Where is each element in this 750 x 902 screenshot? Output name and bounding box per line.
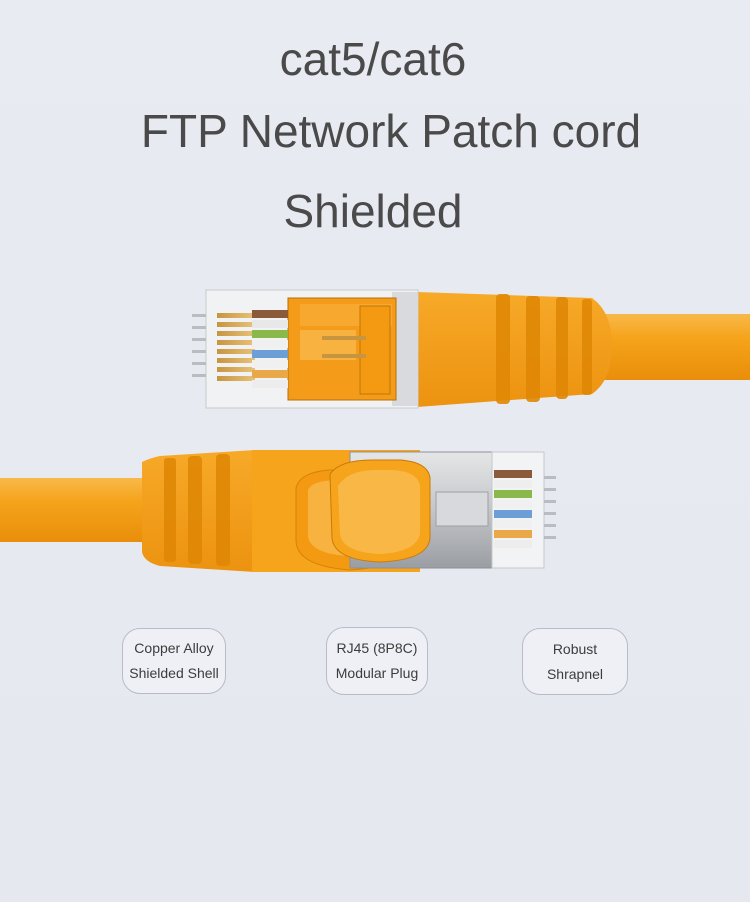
lower-connector	[0, 450, 556, 572]
lower-cable	[0, 478, 150, 542]
title-line-2: FTP Network Patch cord	[140, 105, 642, 157]
feature-badge-line: Modular Plug	[335, 665, 419, 681]
upper-cable	[600, 314, 750, 380]
upper-connector	[192, 289, 750, 409]
feature-badge-shrapnel: Robust Shrapnel	[522, 628, 628, 695]
feature-badge-line: Shielded Shell	[129, 665, 219, 681]
feature-badge-line: RJ45 (8P8C)	[336, 640, 418, 656]
feature-badge-shielded-shell: Copper Alloy Shielded Shell	[122, 628, 226, 694]
feature-badge-line: Shrapnel	[546, 665, 604, 682]
feature-badge-modular-plug: RJ45 (8P8C) Modular Plug	[326, 627, 428, 695]
feature-badge-line: Copper Alloy	[134, 640, 214, 656]
title-line-3: Shielded	[283, 185, 463, 237]
title-line-1: cat5/cat6	[279, 33, 467, 85]
feature-badge-line: Robust	[552, 640, 598, 657]
